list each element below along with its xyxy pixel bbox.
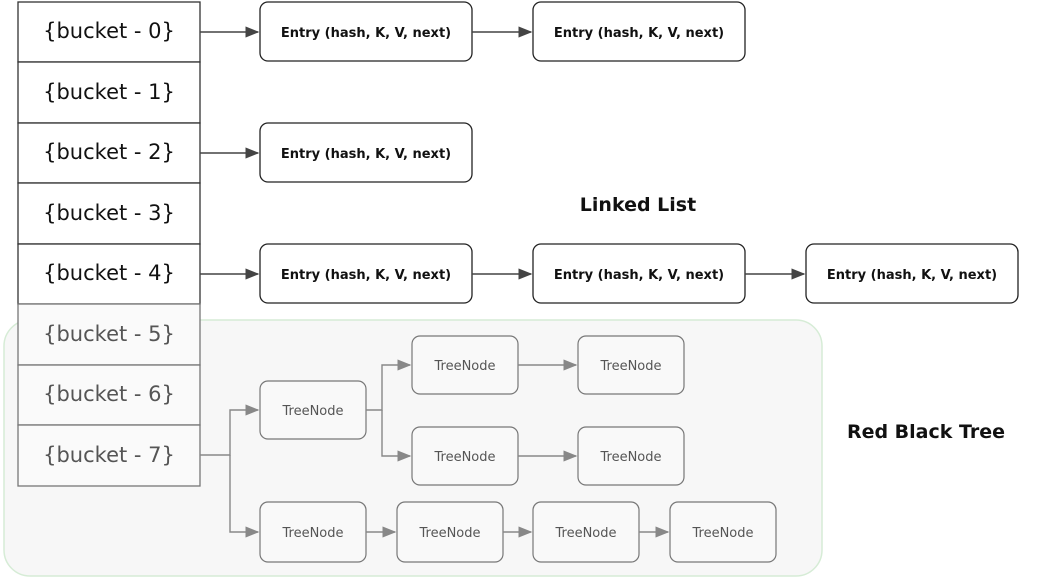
bucket-label: {bucket - 4} <box>43 261 175 285</box>
bucket-label: {bucket - 6} <box>43 382 175 406</box>
bucket-0: {bucket - 0} <box>17 1 201 63</box>
bucket-2: {bucket - 2} <box>17 122 201 184</box>
tree-node <box>577 426 685 486</box>
bucket-label: {bucket - 5} <box>43 322 175 346</box>
bucket-label: {bucket - 1} <box>43 80 175 104</box>
red-black-tree-label: Red Black Tree <box>847 421 1005 443</box>
entry-label: Entry (hash, K, V, next) <box>281 26 451 41</box>
tree-node-label: TreeNode <box>433 450 495 465</box>
linked-list-bucket-2: Entry (hash, K, V, next) <box>200 122 473 183</box>
tree-node-label: TreeNode <box>599 359 661 374</box>
bucket-array: {bucket - 0} {bucket - 1} {bucket - 2} {… <box>17 1 201 487</box>
entry-label: Entry (hash, K, V, next) <box>281 268 451 283</box>
arrow <box>381 410 412 462</box>
entry-node <box>259 122 473 183</box>
bucket-1: {bucket - 1} <box>17 61 201 124</box>
entry-node <box>805 243 1019 304</box>
tree-node-label: TreeNode <box>691 526 753 541</box>
entry-label: Entry (hash, K, V, next) <box>554 26 724 41</box>
bucket-6: {bucket - 6} <box>17 364 201 426</box>
bucket-4: {bucket - 4} <box>17 243 201 305</box>
tree-node <box>577 335 685 395</box>
tree-node <box>669 501 777 563</box>
tree-node-label: TreeNode <box>554 526 616 541</box>
bucket-label: {bucket - 7} <box>43 443 175 467</box>
linked-list-bucket-0: Entry (hash, K, V, next) Entry (hash, K,… <box>200 1 746 62</box>
linked-list-bucket-4: Entry (hash, K, V, next) Entry (hash, K,… <box>200 243 1019 304</box>
bucket-label: {bucket - 0} <box>43 19 175 43</box>
bucket-7: {bucket - 7} <box>17 424 201 487</box>
entry-label: Entry (hash, K, V, next) <box>281 147 451 162</box>
tree-node-label: TreeNode <box>281 404 343 419</box>
red-black-tree-bucket-7: TreeNode TreeNode TreeNode TreeNode Tree… <box>200 335 777 563</box>
bucket-label: {bucket - 3} <box>43 201 175 225</box>
tree-node-label: TreeNode <box>599 450 661 465</box>
bucket-5: {bucket - 5} <box>17 303 201 366</box>
bucket-3: {bucket - 3} <box>17 182 201 245</box>
linked-list-label: Linked List <box>580 194 696 216</box>
entry-label: Entry (hash, K, V, next) <box>827 268 997 283</box>
entry-label: Entry (hash, K, V, next) <box>554 268 724 283</box>
bucket-label: {bucket - 2} <box>43 140 175 164</box>
tree-node-label: TreeNode <box>418 526 480 541</box>
arrow <box>229 455 260 538</box>
arrow <box>200 404 260 456</box>
arrow <box>366 359 412 411</box>
tree-node-label: TreeNode <box>433 359 495 374</box>
entry-node <box>532 1 746 62</box>
tree-node-label: TreeNode <box>281 526 343 541</box>
